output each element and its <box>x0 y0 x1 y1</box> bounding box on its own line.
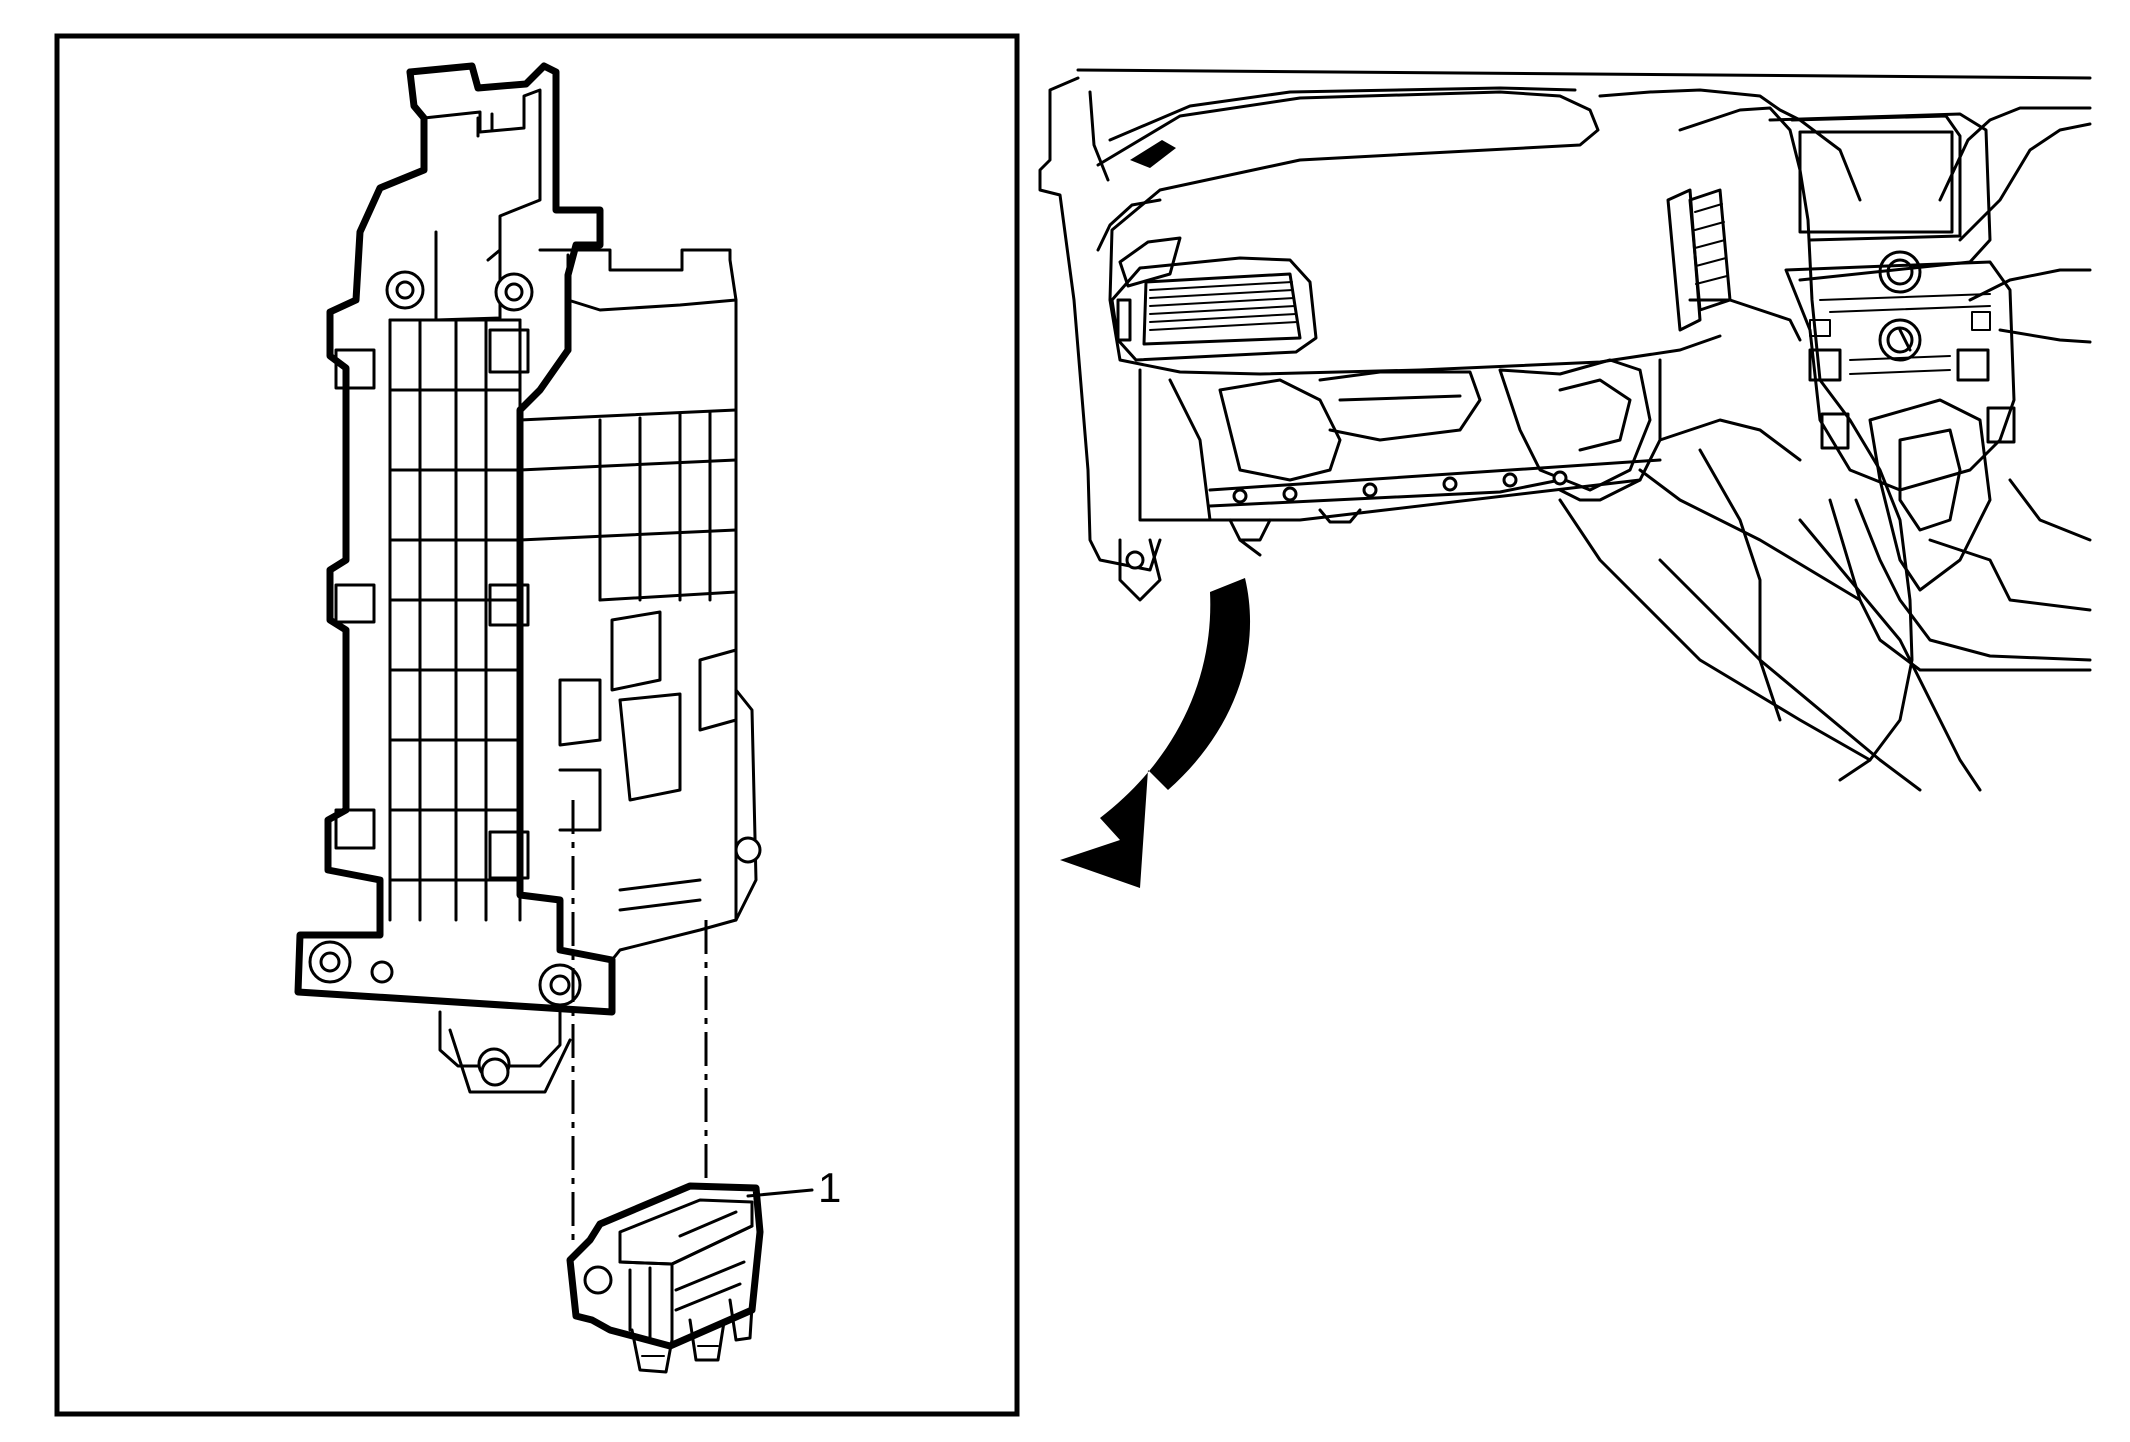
alignment-lines <box>571 800 708 1245</box>
callout-label: 1 <box>818 1164 841 1211</box>
location-view <box>1038 68 2092 888</box>
mounting-bracket <box>294 62 616 1081</box>
callout-1: 1 <box>746 1164 841 1211</box>
direction-arrow <box>1060 578 1251 888</box>
center-console <box>1598 88 2092 782</box>
module-housing <box>448 248 762 1094</box>
instrument-panel <box>1038 68 2092 572</box>
knee-area <box>1118 358 1982 792</box>
control-module <box>566 1182 764 1374</box>
detail-panel: 1 <box>54 33 1020 1417</box>
